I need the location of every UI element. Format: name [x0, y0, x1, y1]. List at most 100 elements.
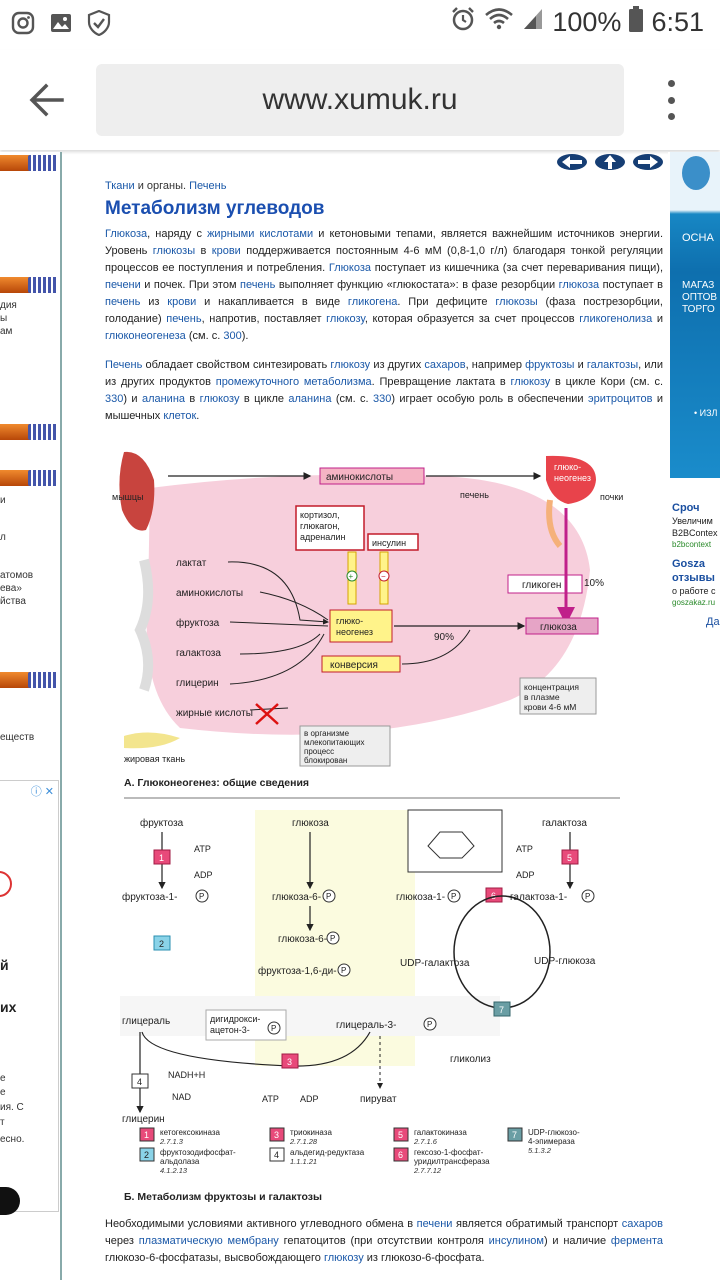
- url-bar[interactable]: www.xumuk.ru: [96, 64, 624, 136]
- ad2-title2[interactable]: отзывы: [672, 572, 715, 584]
- inline-link[interactable]: глюкозу: [326, 313, 365, 325]
- inline-link[interactable]: фруктозы: [525, 359, 575, 371]
- b-glucose: глюкоза: [292, 818, 329, 829]
- inline-link[interactable]: 300: [223, 330, 242, 342]
- up-page-icon[interactable]: [595, 154, 625, 170]
- breadcrumb-link-tissues[interactable]: Ткани: [105, 180, 135, 192]
- ad2-url[interactable]: goszakaz.ru: [672, 598, 716, 607]
- page-title: Метаболизм углеводов: [105, 198, 325, 219]
- left-ad-box[interactable]: ⓘ ✕ й их е е ия. С т есно.: [0, 780, 59, 1215]
- sidebar-snippet[interactable]: л: [0, 532, 6, 543]
- sidebar-snippet[interactable]: ы: [0, 313, 8, 324]
- inline-link[interactable]: печени: [105, 279, 141, 291]
- paragraph-text: из: [140, 296, 168, 308]
- ad-banner-text: ТОРГО: [682, 304, 715, 315]
- inline-link[interactable]: крови: [167, 296, 197, 308]
- paragraph-text: из глюкозо-6-фосфата.: [363, 1252, 485, 1264]
- inline-link[interactable]: глюкозы: [495, 296, 538, 308]
- sidebar-snippet[interactable]: йства: [0, 596, 26, 607]
- ad-circle-icon: [0, 871, 12, 897]
- inline-link[interactable]: глюкозу: [199, 393, 240, 405]
- inline-link[interactable]: глюконеогенеза: [105, 330, 186, 342]
- inline-link[interactable]: печень: [239, 279, 276, 291]
- inline-link[interactable]: печень: [105, 296, 141, 308]
- paragraph-text: ) и наличие: [543, 1235, 611, 1247]
- inline-link[interactable]: крови: [211, 245, 241, 257]
- breadcrumb-link-liver[interactable]: Печень: [189, 180, 227, 192]
- ad-button[interactable]: [0, 1187, 20, 1215]
- article-paragraph: Необходимыми условиями активного углевод…: [105, 1216, 663, 1267]
- inline-link[interactable]: клеток: [163, 410, 197, 422]
- inline-link[interactable]: плазматическую мембрану: [138, 1235, 279, 1247]
- inline-link[interactable]: фермента: [610, 1235, 663, 1247]
- inline-link[interactable]: 330: [372, 393, 392, 405]
- sidebar-button[interactable]: [0, 470, 58, 486]
- paragraph-text: глюкозо-6-фосфатазы, высвобождающего: [105, 1252, 324, 1264]
- ad-info-icon[interactable]: ⓘ ✕: [30, 786, 54, 798]
- inline-link[interactable]: сахаров: [424, 359, 466, 371]
- sidebar-button[interactable]: [0, 155, 58, 171]
- inline-link[interactable]: аланина: [141, 393, 186, 405]
- ad1-title[interactable]: Сроч: [672, 502, 700, 514]
- shield-check-icon: [86, 10, 112, 36]
- paragraph-text: (см. с.: [331, 393, 373, 405]
- prev-page-icon[interactable]: [557, 154, 587, 170]
- inline-link[interactable]: инсулином: [488, 1235, 544, 1247]
- left-sidebar: дия ы ам и л атомов ева» йства еществ ⓘ …: [0, 152, 62, 1280]
- alarm-icon: [450, 6, 476, 39]
- inline-link[interactable]: Глюкоза: [328, 262, 372, 274]
- b-nad: NAD: [172, 1092, 192, 1102]
- inline-link[interactable]: глюкоза: [558, 279, 600, 291]
- sidebar-snippet[interactable]: ам: [0, 326, 13, 337]
- svg-text:7: 7: [499, 1005, 504, 1015]
- ad-banner-text: МАГАЗ: [682, 280, 715, 291]
- paragraph-text: .: [196, 410, 200, 422]
- overflow-menu-icon[interactable]: [664, 80, 678, 120]
- legend-swatch: [139, 1127, 155, 1142]
- inline-link[interactable]: галактозы: [586, 359, 639, 371]
- ad2-title[interactable]: Goszа: [672, 558, 706, 570]
- b-fructose: фруктоза: [140, 817, 184, 829]
- right-ad[interactable]: ОСНА МАГАЗ ОПТОВ ТОРГО • ИЗЛ Сроч Увелич…: [668, 152, 720, 1280]
- inline-link[interactable]: глюкозу: [510, 376, 551, 388]
- legend-enzyme-name: альдолаза: [160, 1157, 200, 1166]
- sidebar-button[interactable]: [0, 424, 58, 440]
- inline-link[interactable]: гликогенолиза: [579, 313, 653, 325]
- sidebar-button[interactable]: [0, 672, 58, 688]
- liver-shape: [146, 474, 590, 735]
- inline-link[interactable]: глюкозы: [152, 245, 196, 257]
- inline-link[interactable]: 330: [105, 393, 124, 405]
- inline-link[interactable]: Глюкоза: [105, 228, 148, 240]
- inline-link[interactable]: гликогена: [347, 296, 398, 308]
- svg-text:4: 4: [137, 1077, 142, 1087]
- galactose-label: галактоза: [176, 648, 221, 659]
- sidebar-snippet[interactable]: и: [0, 495, 6, 506]
- legend-number: 6: [398, 1150, 403, 1160]
- back-arrow-icon[interactable]: [26, 80, 70, 120]
- inline-link[interactable]: жирными кислотами: [207, 228, 314, 240]
- inline-link[interactable]: печень: [166, 313, 202, 325]
- inline-link[interactable]: глюкозу: [330, 359, 371, 371]
- b-atp-3: ATP: [262, 1094, 279, 1104]
- inline-link[interactable]: глюкозу: [323, 1252, 364, 1264]
- figure-fructose-galactose: фруктоза глюкоза галактоза 1 ATP ADP фру…: [120, 797, 620, 1203]
- inline-link[interactable]: сахаров: [621, 1218, 663, 1230]
- inline-link[interactable]: печени: [416, 1218, 453, 1230]
- ad-banner[interactable]: ОСНА МАГАЗ ОПТОВ ТОРГО • ИЗЛ: [670, 152, 720, 478]
- sidebar-snippet[interactable]: еществ: [0, 732, 35, 743]
- inline-link[interactable]: эритроцитов: [587, 393, 653, 405]
- aminoacids-label: аминокислоты: [176, 588, 243, 599]
- b-glycerol: глицерин: [122, 1114, 165, 1125]
- sidebar-snippet[interactable]: дия: [0, 300, 17, 311]
- ad1-url[interactable]: b2bcontext: [672, 540, 712, 549]
- inline-link[interactable]: Печень: [105, 359, 143, 371]
- sidebar-button[interactable]: [0, 277, 58, 293]
- inline-link[interactable]: промежуточного метаболизма: [215, 376, 372, 388]
- sidebar-snippet[interactable]: ева»: [0, 583, 22, 594]
- next-page-icon[interactable]: [633, 154, 663, 170]
- sidebar-snippet[interactable]: атомов: [0, 570, 34, 581]
- ad-more-link[interactable]: Да: [706, 616, 720, 628]
- inline-link[interactable]: аланина: [288, 393, 332, 405]
- ad-text: т: [0, 1117, 5, 1128]
